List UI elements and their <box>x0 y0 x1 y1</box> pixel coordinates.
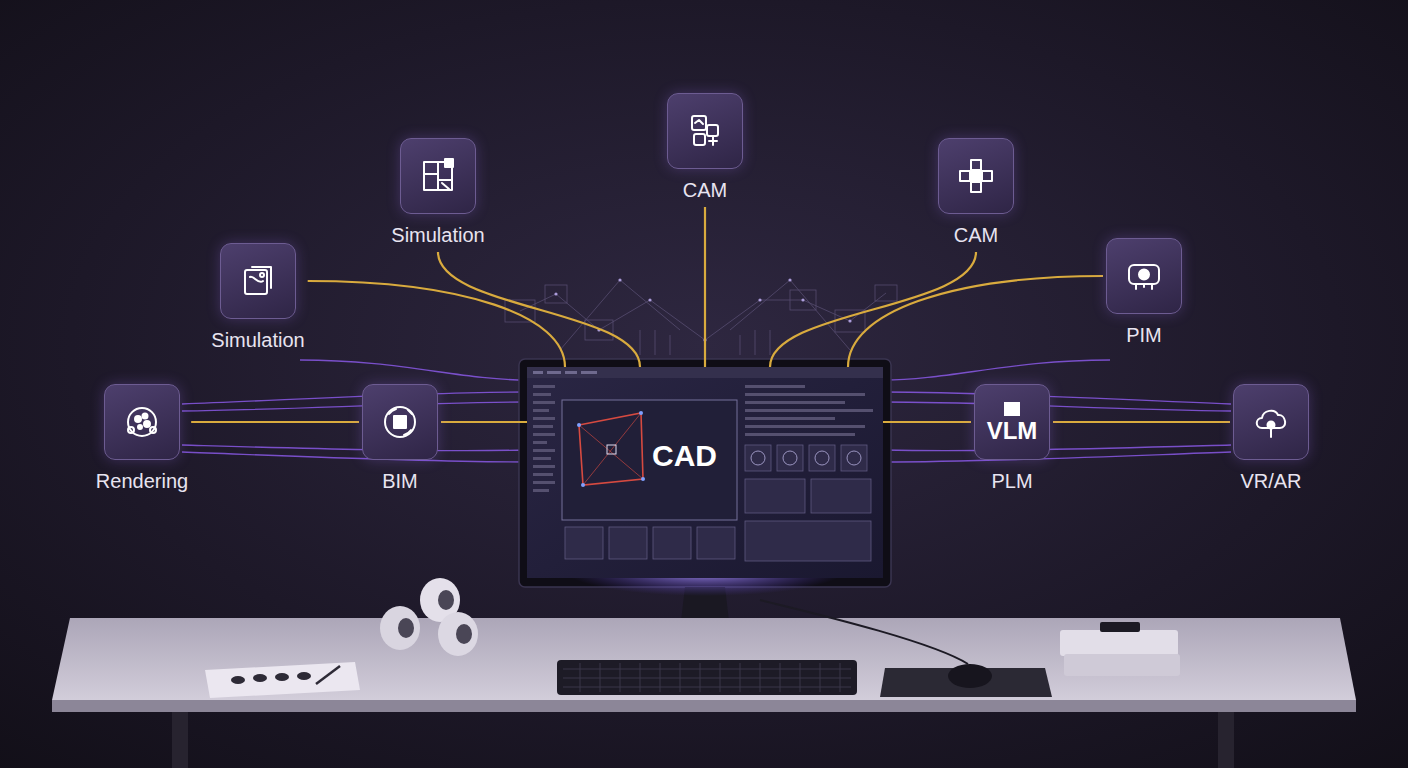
speaker-rolls <box>380 578 478 656</box>
node-label: Simulation <box>391 223 484 247</box>
network-dots <box>554 278 851 341</box>
node-label: CAM <box>954 223 998 247</box>
node-label: BIM <box>382 469 418 493</box>
tool-icon <box>1251 402 1291 442</box>
keyboard-keys <box>563 663 851 692</box>
tile-text: VLM <box>987 418 1038 444</box>
node-label: Simulation <box>211 328 304 352</box>
connector-line <box>1053 421 1230 423</box>
mouse <box>948 664 992 688</box>
node-label: Rendering <box>96 469 188 493</box>
icon-tile <box>400 138 476 214</box>
tool-icon <box>956 156 996 196</box>
connector-line <box>883 421 971 423</box>
tool-icon <box>1124 256 1164 296</box>
icon-tile <box>667 93 743 169</box>
tablet-buttons <box>231 666 340 684</box>
icon-tile <box>938 138 1014 214</box>
connector-line <box>441 421 527 423</box>
connector-line <box>770 252 976 367</box>
icon-tile <box>1233 384 1309 460</box>
icon-tile <box>1106 238 1182 314</box>
node-label: PLM <box>991 469 1032 493</box>
desk-top <box>52 618 1356 700</box>
tool-node: CAM <box>667 93 743 202</box>
tool-icon <box>122 402 162 442</box>
tool-node: VLM PLM <box>974 384 1050 493</box>
tool-icon <box>998 400 1026 418</box>
tool-node: Simulation <box>211 243 304 352</box>
tool-icon <box>418 156 458 196</box>
node-label: CAM <box>683 178 727 202</box>
desk-device <box>1060 630 1178 656</box>
icon-tile <box>362 384 438 460</box>
desk-leg <box>1218 712 1234 768</box>
mouse-cable <box>760 600 968 664</box>
connector-line <box>308 281 565 367</box>
connector-line <box>438 252 640 367</box>
tool-node: PIM <box>1106 238 1182 347</box>
connector-line <box>191 421 359 423</box>
icon-tile <box>220 243 296 319</box>
icon-tile: VLM <box>974 384 1050 460</box>
keyboard <box>557 660 857 695</box>
tool-node: Simulation <box>391 138 484 247</box>
tool-node: Rendering <box>96 384 188 493</box>
tablet <box>205 662 360 698</box>
node-label: VR/AR <box>1240 469 1301 493</box>
tool-node: CAM <box>938 138 1014 247</box>
tool-icon <box>685 111 725 151</box>
desk-edge <box>52 700 1356 712</box>
tool-icon <box>238 261 278 301</box>
tool-node: BIM <box>362 384 438 493</box>
monitor-screen: CAD <box>527 367 883 578</box>
tool-icon <box>380 402 420 442</box>
tool-node: VR/AR <box>1233 384 1309 493</box>
cad-interface <box>527 367 883 578</box>
connector-line <box>848 276 1103 367</box>
desk-leg <box>172 712 188 768</box>
icon-tile <box>104 384 180 460</box>
node-label: PIM <box>1126 323 1162 347</box>
desk-device <box>1100 622 1140 632</box>
desk-device <box>1064 654 1180 676</box>
screen-title: CAD <box>652 439 717 473</box>
connector-line <box>704 207 706 367</box>
